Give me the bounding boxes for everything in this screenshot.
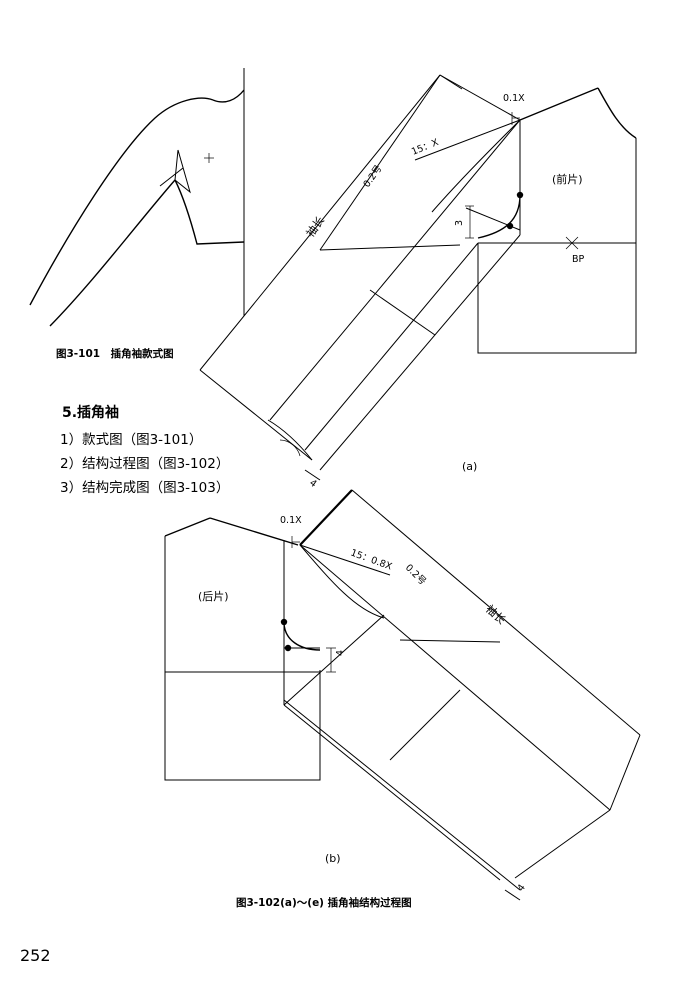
bp-label: BP — [572, 254, 585, 265]
front-armhole-top — [597, 87, 637, 139]
gusset-seam — [159, 167, 184, 187]
sleeve-hem-curve — [267, 419, 313, 461]
diagram-b: (后片) 0.1X 15：0.8X 0.2号 袖长 4 4 (b) — [164, 489, 641, 901]
back-ratio-line — [299, 544, 391, 576]
dim-3-label: 3 — [454, 220, 465, 226]
ratio-line — [414, 119, 521, 161]
raglan-back-curve — [299, 544, 385, 619]
sleeve-length-tick-top — [439, 74, 463, 90]
hem-dim-line — [304, 469, 321, 481]
sleeve-top-ray — [439, 74, 521, 121]
back-elbow-line — [389, 689, 461, 761]
section-item-1: 1）款式图（图3-101） — [60, 432, 203, 448]
back-sleeve-underarm-line — [283, 699, 521, 891]
sleeve-center-line — [269, 119, 521, 421]
bp-cross-2 — [565, 236, 579, 250]
front-bodice-frame — [477, 138, 637, 354]
back-sleeve-underarm-line-2 — [283, 704, 501, 881]
back-sleeve-cap-line — [399, 639, 501, 643]
back-hem-dim — [504, 889, 521, 901]
offset-label: 0.1X — [503, 93, 525, 104]
neck-point — [516, 191, 524, 199]
figure-3-101-caption: 图3-101 插角袖款式图 — [56, 348, 174, 360]
sleeve-underarm-line — [319, 234, 521, 471]
gusset-insert — [174, 149, 191, 194]
figure-3-102-caption: 图3-102(a)～(e) 插角袖结构过程图 — [236, 897, 412, 909]
dim-4-label: 4 — [307, 478, 318, 490]
shoulder-sleeve-outline — [29, 97, 214, 306]
back-sleeve-hem — [514, 809, 611, 879]
sublabel-b: (b) — [325, 852, 341, 865]
back-sleeve-length-label: 袖长 — [483, 602, 509, 627]
back-underarm-point — [284, 644, 292, 652]
back-measure-02-label: 0.2号 — [403, 562, 428, 587]
section-item-2: 2）结构过程图（图3-102） — [60, 456, 230, 472]
back-offset-label: 0.1X — [280, 515, 302, 526]
back-sleeve-length-line — [351, 489, 641, 736]
sleeve-length-dim-line — [199, 74, 441, 371]
shoulder-line — [519, 87, 599, 121]
section-item-3: 3）结构完成图（图3-103） — [60, 480, 230, 496]
sublabel-a: (a) — [462, 460, 477, 473]
page-number: 252 — [20, 946, 51, 965]
back-bodice-frame — [164, 536, 321, 781]
underarm-point — [506, 222, 514, 230]
section-heading: 5.插角袖 — [62, 405, 120, 421]
back-sleeve-hem-side — [609, 734, 641, 811]
ratio-label: 15：X — [410, 137, 441, 158]
sleeve-top-thick — [299, 489, 353, 546]
back-sleeve-center-line — [299, 544, 611, 811]
back-dim-4b-label: 4 — [515, 882, 527, 893]
back-piece-label: (后片) — [198, 590, 229, 603]
diagram-a: (前片) BP 0.1X 15：X 0.2号 袖长 3 4 (a) — [199, 74, 637, 490]
body-side-line — [174, 179, 245, 245]
sleeve-cap-line — [319, 244, 461, 251]
sleeve-02-line — [319, 74, 441, 251]
elbow-line — [369, 289, 436, 336]
back-shoulder-line — [209, 517, 299, 546]
sleeve-hem-arc — [279, 439, 301, 457]
front-neck-curve — [477, 194, 521, 239]
sleeve-underarm-line-2 — [304, 242, 479, 451]
back-neck-curve — [283, 621, 321, 651]
back-dim-4-label: 4 — [335, 650, 346, 656]
style-sketch-3-101 — [29, 68, 245, 327]
sleeve-hem-extension — [199, 369, 313, 461]
front-piece-label: (前片) — [552, 172, 583, 186]
sleeve-under-line — [49, 179, 176, 327]
neckline — [212, 89, 245, 103]
back-armhole-top — [164, 517, 211, 537]
raglan-front-curve — [431, 119, 521, 213]
back-raglan-lower — [283, 614, 385, 706]
back-neck-point — [280, 618, 288, 626]
